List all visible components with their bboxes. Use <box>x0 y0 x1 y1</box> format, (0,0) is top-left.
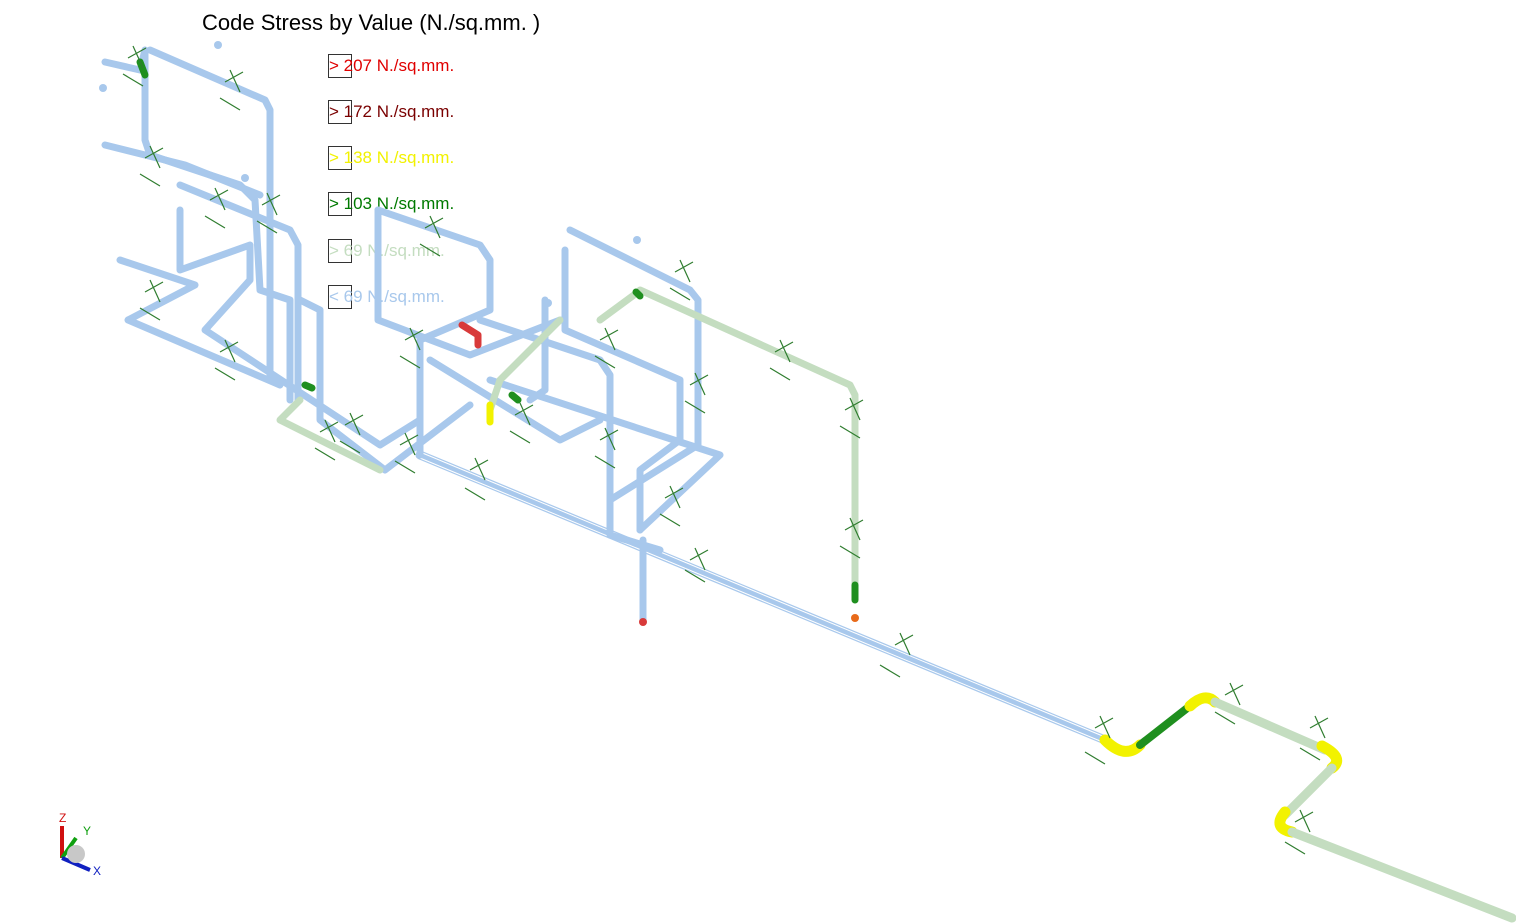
restraint-symbol <box>339 412 364 454</box>
restraint-symbol <box>394 432 419 474</box>
restraint-symbol <box>594 427 619 469</box>
restraint-symbol <box>594 327 619 369</box>
restraint-symbol <box>1299 715 1329 761</box>
legend-item-207[interactable]: > 207 N./sq.mm. <box>328 54 457 78</box>
pipe-end-red <box>639 618 647 626</box>
restraint-symbol <box>509 402 534 444</box>
pipe-end <box>633 236 641 244</box>
restraint-symbol <box>399 327 424 369</box>
restraint-symbol <box>214 339 239 381</box>
legend-item-138[interactable]: > 138 N./sq.mm. <box>328 146 457 170</box>
chart-title: Code Stress by Value (N./sq.mm. ) <box>202 10 541 35</box>
pipe-network <box>176 181 302 404</box>
pipe-drop <box>1280 763 1337 820</box>
pipe-network <box>426 356 604 444</box>
pipe-network <box>374 206 494 459</box>
legend-checkbox[interactable] <box>328 100 352 124</box>
pipe-network <box>526 296 549 404</box>
pipe-network <box>636 286 859 599</box>
pipe-elbow-yellow <box>1099 734 1146 757</box>
pipe-end <box>241 174 249 182</box>
restraint-symbol <box>684 547 709 583</box>
pipe-end-orange <box>851 614 859 622</box>
legend-item-below-69[interactable]: < 69 N./sq.mm. <box>328 285 448 309</box>
origin-marker <box>67 845 85 863</box>
pipe-network <box>296 296 474 474</box>
legend-item-69[interactable]: > 69 N./sq.mm. <box>328 239 448 263</box>
restraint-symbol <box>769 339 794 381</box>
restraint-symbol <box>839 517 864 559</box>
restraint-symbol <box>839 397 864 439</box>
legend-item-103[interactable]: > 103 N./sq.mm. <box>328 192 457 216</box>
legend-label: > 172 N./sq.mm. <box>329 102 455 121</box>
z-axis-label: Z <box>59 811 66 825</box>
y-axis-label: Y <box>83 824 91 838</box>
pipe-main-run-lines <box>419 451 1106 744</box>
legend-label: > 207 N./sq.mm. <box>329 56 455 75</box>
pipe-run-right <box>1210 697 1330 755</box>
pipe-tail <box>1287 827 1516 923</box>
legend-checkbox[interactable] <box>328 54 352 78</box>
legend-checkbox[interactable] <box>328 285 352 309</box>
pipe-network <box>116 256 284 389</box>
pipe-network <box>486 376 724 534</box>
stress-green-segment <box>508 391 522 404</box>
x-axis-label: X <box>93 864 101 878</box>
pipe-end <box>544 299 552 307</box>
pipe-main-run <box>415 450 1110 745</box>
restraint-symbol <box>1214 682 1244 725</box>
legend-label: > 103 N./sq.mm. <box>329 194 455 213</box>
stress-red-segment <box>458 321 482 349</box>
restraint-symbol <box>879 632 914 678</box>
legend-label: < 69 N./sq.mm. <box>329 287 445 306</box>
restraint-symbol <box>219 69 244 111</box>
pipe-network <box>101 141 264 199</box>
restraint-symbol <box>139 279 164 321</box>
restraint-symbol <box>669 259 694 301</box>
pipe-end <box>99 84 107 92</box>
restraint-symbol <box>659 485 684 527</box>
pipe-network <box>146 46 274 384</box>
restraint-symbol <box>122 45 147 87</box>
pipe-network <box>276 396 384 474</box>
restraint-symbol <box>464 457 489 501</box>
legend-checkbox[interactable] <box>328 146 352 170</box>
pipe-end <box>214 41 222 49</box>
stress-green-segment <box>632 288 644 300</box>
y-axis-arrow <box>60 836 78 860</box>
pipe-network <box>486 316 564 414</box>
legend-label: > 138 N./sq.mm. <box>329 148 455 167</box>
restraint-symbol <box>1084 715 1114 765</box>
legend-label: > 69 N./sq.mm. <box>329 241 445 260</box>
restraint-symbol <box>684 372 709 414</box>
legend-item-172[interactable]: > 172 N./sq.mm. <box>328 100 457 124</box>
support-symbols <box>122 45 1329 855</box>
pipe-network <box>176 206 424 459</box>
pipe-network <box>374 206 564 359</box>
legend-checkbox[interactable] <box>328 192 352 216</box>
stress-green-segment <box>301 381 316 392</box>
axis-triad: Z Y X <box>50 808 120 883</box>
restraint-symbol <box>314 419 339 461</box>
restraint-symbol <box>256 192 281 234</box>
pipe-network <box>561 246 684 534</box>
legend-checkbox[interactable] <box>328 239 352 263</box>
restraint-symbol <box>139 145 164 187</box>
restraint-symbol <box>1284 809 1314 855</box>
x-axis-arrow <box>61 856 91 872</box>
restraint-symbol <box>204 187 229 229</box>
pipe-network <box>596 288 642 324</box>
restraint-symbol <box>419 215 444 257</box>
